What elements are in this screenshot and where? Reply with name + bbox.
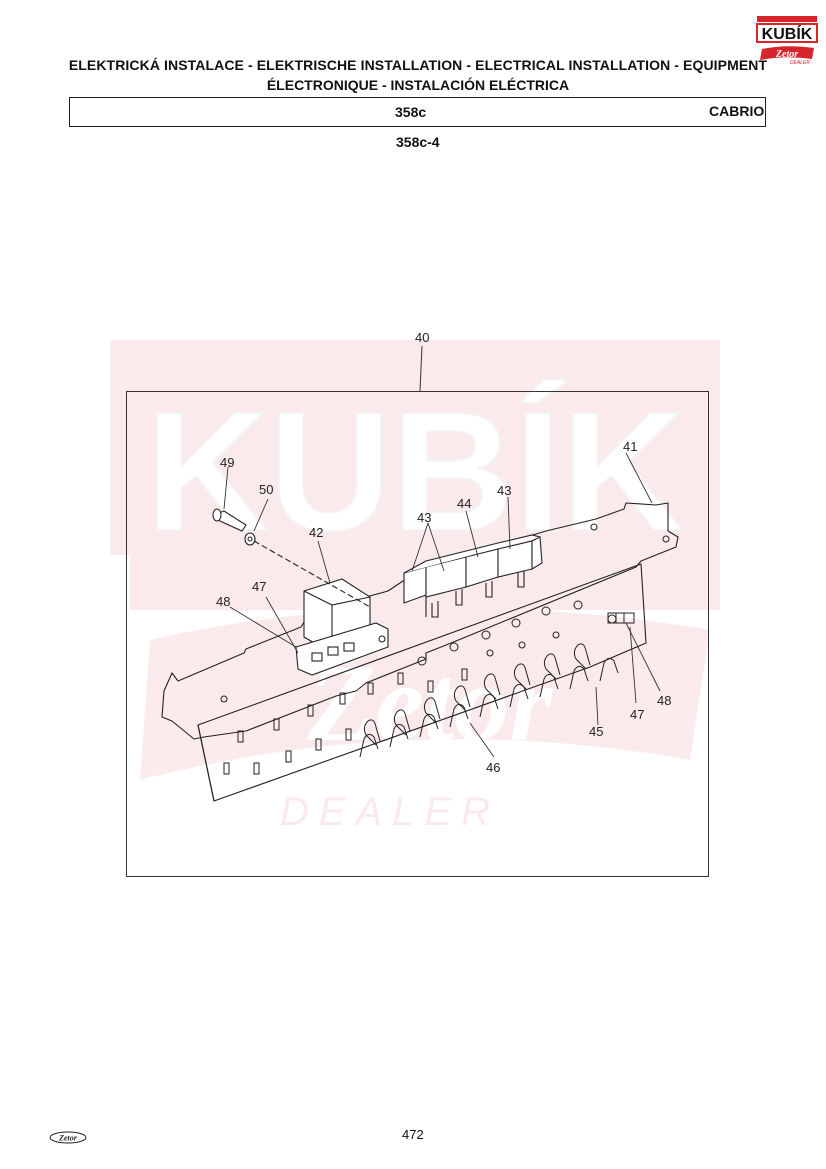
callout-44: 44 [457,496,471,511]
callout-40: 40 [415,330,429,392]
svg-text:Zetor: Zetor [775,49,798,60]
fuse-holder-right [607,612,635,624]
model-code: 358c [395,104,427,120]
zetor-footer-logo: Zetor [49,1131,87,1144]
round-holes [220,523,670,703]
callout-46: 46 [486,760,500,775]
callout-42: 42 [309,525,323,540]
callout-49: 49 [220,455,234,470]
model-variant: CABRIO [709,103,765,119]
svg-text:40: 40 [415,330,429,345]
callout-45: 45 [589,724,603,739]
kubik-watermark: KUBÍK Zetor DEALER [110,340,720,834]
kubik-zetor-logo: KUBÍK Zetor DEALER [756,16,818,65]
bolt-and-washer [212,508,371,608]
electrical-panel-diagram: 41 42 43 43 44 45 46 47 47 48 48 49 50 [161,439,679,802]
callout-41: 41 [623,439,637,454]
relays-43-44 [403,534,543,618]
page-number: 472 [402,1127,424,1142]
fuse-clips [359,643,619,758]
section-code: 358c-4 [396,134,440,150]
svg-text:DEALER: DEALER [280,790,500,834]
relay-42 [295,578,389,676]
callout-43a: 43 [417,510,431,525]
diagram-frame [126,391,709,877]
callout-48b: 48 [657,693,671,708]
page-title-line-2: ÉLECTRONIQUE - INSTALACIÓN ELÉCTRICA [266,77,570,93]
model-header-box [69,97,766,127]
mounting-plate [161,502,679,740]
fuse-slots [223,668,468,775]
callout-50: 50 [259,482,273,497]
svg-text:KUBÍK: KUBÍK [762,24,813,43]
callout-43b: 43 [497,483,511,498]
callout-47b: 47 [630,707,644,722]
svg-text:KUBÍK: KUBÍK [146,377,684,567]
leader-lines [223,452,661,758]
page-title-line-1: ELEKTRICKÁ INSTALACE - ELEKTRISCHE INSTA… [68,57,768,73]
svg-text:DEALER: DEALER [790,60,810,65]
fuse-strip-plate [197,563,647,802]
callout-48a: 48 [216,594,230,609]
callout-47a: 47 [252,579,266,594]
svg-text:Zetor: Zetor [58,1134,78,1143]
